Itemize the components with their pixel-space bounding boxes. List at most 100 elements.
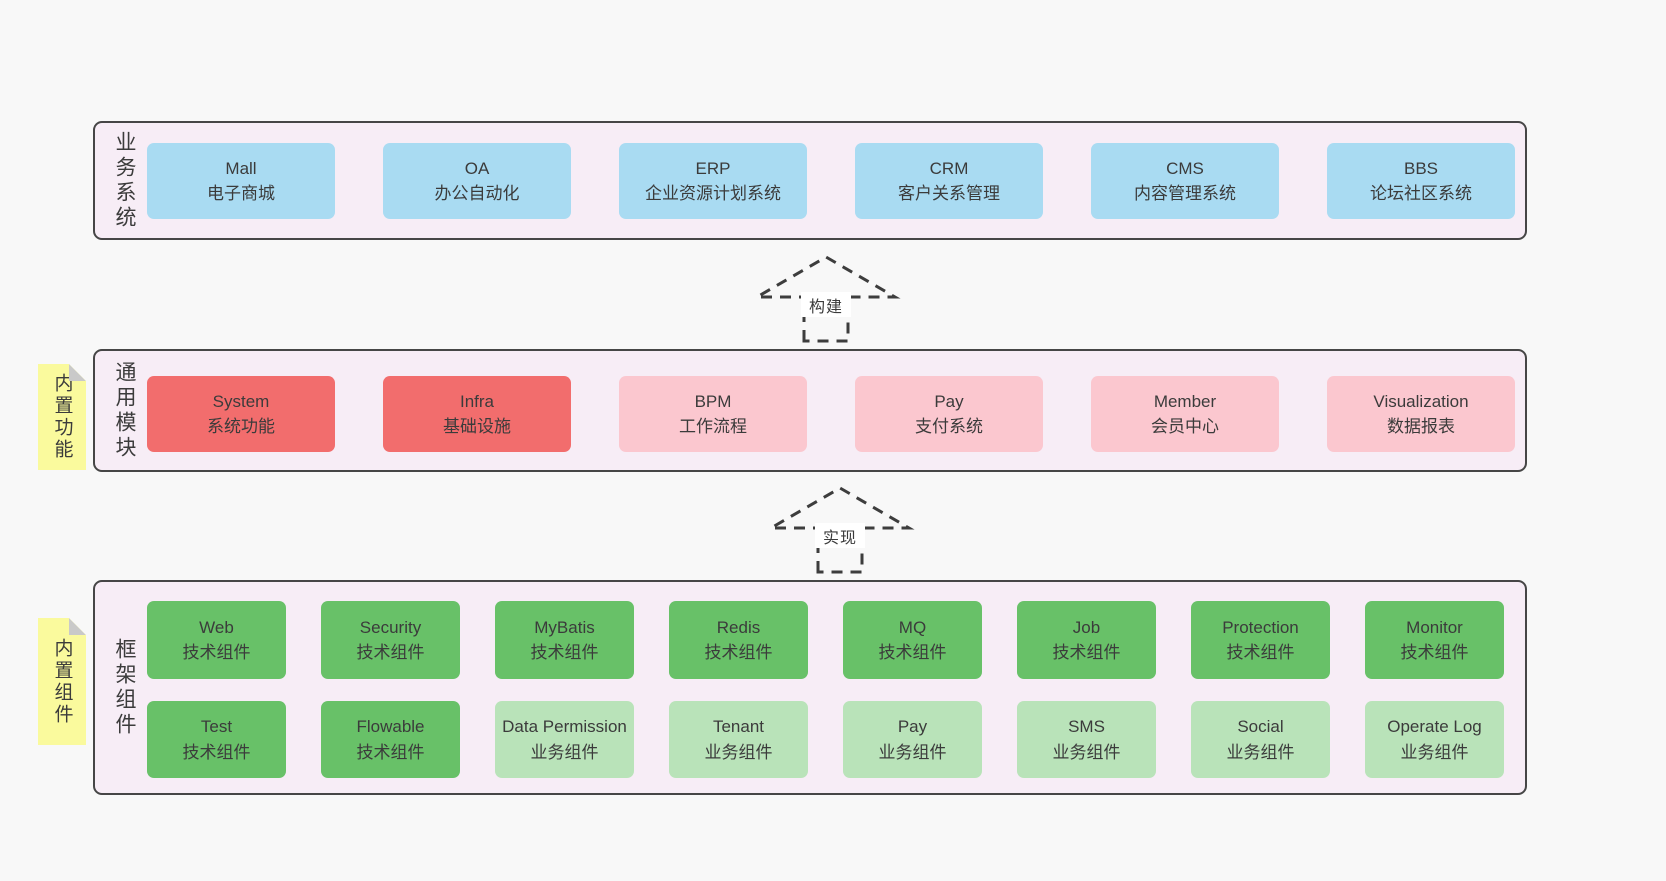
- box-sub: 系统功能: [207, 417, 275, 436]
- sticky-note-builtin-functions: 内置功能: [38, 364, 86, 470]
- box-name: Pay: [897, 717, 928, 736]
- box-erp: ERP 企业资源计划系统: [619, 143, 807, 219]
- box-name: Job: [1072, 617, 1101, 637]
- layer-business-systems: 业务系统 Mall 电子商城 OA 办公自动化 ERP 企业资源计划系统 CRM…: [93, 121, 1527, 240]
- framework-boxes-row-2: Test 技术组件 Flowable 技术组件 Data Permission …: [147, 701, 1504, 778]
- box-name: ERP: [695, 158, 731, 178]
- box-name: MQ: [898, 617, 927, 637]
- box-name: Flowable: [356, 717, 425, 736]
- box-sub: 业务组件: [1400, 742, 1469, 762]
- box-bpm: BPM 工作流程: [619, 376, 807, 452]
- box-mall: Mall 电子商城: [147, 143, 335, 219]
- box-protection: Protection 技术组件: [1191, 601, 1330, 679]
- box-cms: CMS 内容管理系统: [1091, 143, 1279, 219]
- box-name: Web: [199, 617, 234, 637]
- layer-business-label: 业务系统: [113, 130, 136, 231]
- box-sub: 电子商城: [207, 184, 275, 203]
- box-sub: 业务组件: [1226, 742, 1295, 762]
- box-sub: 会员中心: [1151, 417, 1219, 436]
- box-name: Operate Log: [1387, 717, 1482, 736]
- box-name: CMS: [1166, 158, 1204, 178]
- box-name: System: [212, 391, 270, 411]
- box-sub: 技术组件: [356, 742, 425, 762]
- box-name: BPM: [694, 391, 732, 411]
- build-arrow-icon: [751, 255, 901, 343]
- box-sub: 工作流程: [679, 417, 747, 436]
- box-name: Tenant: [712, 717, 765, 736]
- box-name: Security: [359, 617, 422, 637]
- box-name: Redis: [716, 617, 761, 637]
- layer-common-modules: 通用模块 System 系统功能 Infra 基础设施 BPM 工作流程 Pay…: [93, 349, 1527, 472]
- layer-common-label: 通用模块: [113, 360, 136, 461]
- box-sub: 技术组件: [356, 643, 425, 662]
- box-sub: 客户关系管理: [898, 184, 1000, 203]
- box-visualization: Visualization 数据报表: [1327, 376, 1515, 452]
- box-social: Social 业务组件: [1191, 701, 1330, 778]
- box-sub: 办公自动化: [434, 184, 520, 203]
- box-sub: 技术组件: [1052, 643, 1121, 662]
- note-text: 内置组件: [51, 637, 73, 726]
- box-test: Test 技术组件: [147, 701, 286, 778]
- box-flowable: Flowable 技术组件: [321, 701, 460, 778]
- box-web: Web 技术组件: [147, 601, 286, 679]
- box-name: Test: [200, 717, 233, 736]
- box-system: System 系统功能: [147, 376, 335, 452]
- box-name: MyBatis: [534, 617, 595, 637]
- sticky-note-builtin-components: 内置组件: [38, 618, 86, 745]
- box-name: Monitor: [1406, 617, 1463, 637]
- box-sub: 技术组件: [704, 643, 773, 662]
- box-sms: SMS 业务组件: [1017, 701, 1156, 778]
- box-mybatis: MyBatis 技术组件: [495, 601, 634, 679]
- common-boxes-row: System 系统功能 Infra 基础设施 BPM 工作流程 Pay 支付系统…: [147, 376, 1515, 452]
- box-name: Data Permission: [502, 717, 627, 736]
- box-name: Member: [1153, 391, 1217, 411]
- box-operate-log: Operate Log 业务组件: [1365, 701, 1504, 778]
- box-name: BBS: [1403, 158, 1439, 178]
- box-infra: Infra 基础设施: [383, 376, 571, 452]
- note-fold-icon: [69, 618, 86, 635]
- box-sub: 技术组件: [182, 742, 251, 762]
- box-name: Protection: [1222, 617, 1299, 637]
- box-member: Member 会员中心: [1091, 376, 1279, 452]
- box-sub: 技术组件: [1400, 643, 1469, 662]
- box-pay-component: Pay 业务组件: [843, 701, 982, 778]
- box-security: Security 技术组件: [321, 601, 460, 679]
- box-name: Social: [1237, 717, 1284, 736]
- business-boxes-row: Mall 电子商城 OA 办公自动化 ERP 企业资源计划系统 CRM 客户关系…: [147, 143, 1515, 219]
- box-redis: Redis 技术组件: [669, 601, 808, 679]
- build-arrow-label: 构建: [801, 292, 851, 317]
- box-tenant: Tenant 业务组件: [669, 701, 808, 778]
- box-sub: 业务组件: [878, 742, 947, 762]
- layer-framework-label: 框架组件: [113, 637, 136, 738]
- box-sub: 企业资源计划系统: [645, 184, 781, 203]
- box-monitor: Monitor 技术组件: [1365, 601, 1504, 679]
- box-name: Mall: [225, 158, 257, 178]
- box-sub: 业务组件: [530, 742, 599, 762]
- box-pay-system: Pay 支付系统: [855, 376, 1043, 452]
- box-name: Visualization: [1373, 391, 1469, 411]
- box-job: Job 技术组件: [1017, 601, 1156, 679]
- box-sub: 内容管理系统: [1134, 184, 1236, 203]
- layer-framework-components: 框架组件 Web 技术组件 Security 技术组件 MyBatis 技术组件…: [93, 580, 1527, 795]
- box-oa: OA 办公自动化: [383, 143, 571, 219]
- framework-boxes-row-1: Web 技术组件 Security 技术组件 MyBatis 技术组件 Redi…: [147, 601, 1504, 679]
- note-fold-icon: [69, 364, 86, 381]
- box-name: SMS: [1068, 717, 1105, 736]
- box-sub: 支付系统: [915, 417, 983, 436]
- box-sub: 技术组件: [1226, 643, 1295, 662]
- box-name: Infra: [459, 391, 495, 411]
- implement-arrow-icon: [765, 486, 915, 574]
- box-sub: 论坛社区系统: [1370, 184, 1472, 203]
- box-sub: 数据报表: [1387, 417, 1455, 436]
- box-sub: 业务组件: [704, 742, 773, 762]
- box-sub: 技术组件: [182, 643, 251, 662]
- implement-arrow-label: 实现: [815, 523, 865, 548]
- box-bbs: BBS 论坛社区系统: [1327, 143, 1515, 219]
- box-name: Pay: [934, 391, 964, 411]
- note-text: 内置功能: [51, 373, 73, 461]
- box-mq: MQ 技术组件: [843, 601, 982, 679]
- box-sub: 基础设施: [443, 417, 511, 436]
- box-sub: 业务组件: [1052, 742, 1121, 762]
- box-name: OA: [464, 158, 490, 178]
